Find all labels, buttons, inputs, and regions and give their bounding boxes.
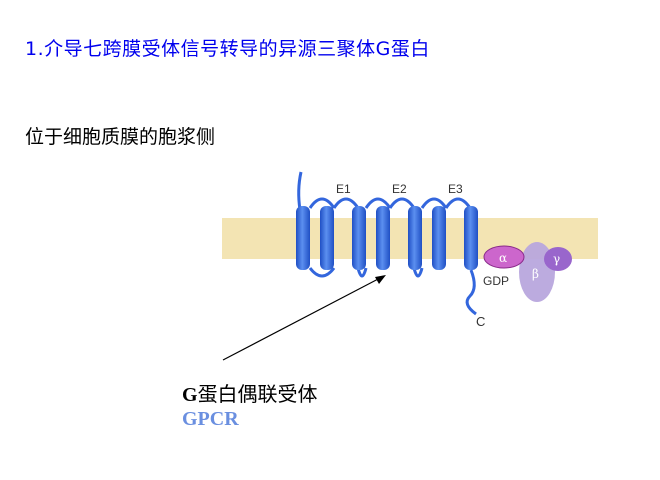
c-terminus-label: C <box>476 314 485 329</box>
slide-title: 1.介导七跨膜受体信号转导的异源三聚体G蛋白 <box>25 38 430 60</box>
alpha-label: α <box>499 251 507 265</box>
n-terminus-tail <box>297 171 303 211</box>
gamma-subunit <box>544 247 572 271</box>
gpcr-chinese-label: G蛋白偶联受体 <box>182 378 318 407</box>
c-terminus-tail <box>465 269 477 316</box>
transmembrane-helices <box>296 206 478 270</box>
loop-label-e2: E2 <box>392 182 407 196</box>
pointer-arrow-head <box>375 275 386 284</box>
gpcr-chinese-name: 蛋白偶联受体 <box>197 382 318 406</box>
slide-subtitle: 位于细胞质膜的胞浆侧 <box>25 126 216 148</box>
intracellular-loops <box>308 267 424 278</box>
beta-label: β <box>532 267 539 281</box>
gdp-label: GDP <box>483 274 509 288</box>
alpha-subunit <box>483 245 525 269</box>
gpcr-g-letter: G <box>182 384 198 406</box>
loop-label-e1: E1 <box>336 182 351 196</box>
extracellular-loops <box>308 197 472 209</box>
pointer-arrow-line <box>222 276 383 361</box>
gpcr-abbreviation: GPCR <box>182 408 239 430</box>
gamma-label: γ <box>553 252 560 266</box>
loop-label-e3: E3 <box>448 182 463 196</box>
